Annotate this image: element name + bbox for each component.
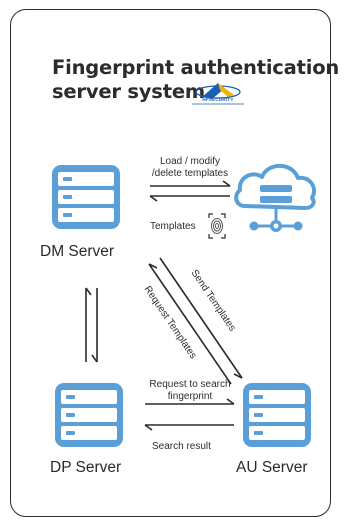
au-server-icon [243, 383, 311, 447]
dm-server-label: DM Server [40, 243, 115, 260]
search-request-line-2: fingerprint [167, 391, 213, 402]
send-templates-arrow [159, 257, 243, 379]
logo-wordmark: HFSECURITY [202, 97, 234, 102]
dm-to-dp-arrow [91, 288, 98, 363]
title-line-1: Fingerprint authentication [52, 56, 340, 79]
search-result-label: Search result [152, 441, 211, 452]
dp-server-label: DP Server [50, 459, 122, 476]
search-result-arrow [144, 424, 234, 431]
title-line-2: server system [52, 80, 205, 103]
hfsecurity-logo [192, 83, 244, 105]
dm-to-cloud-arrow [150, 180, 231, 187]
load-templates-label: Load / modify /delete templates [138, 156, 242, 180]
load-templates-line-2: /delete templates [151, 168, 229, 179]
search-request-label: Request to search fingerprint [138, 379, 242, 403]
diagram-title: Fingerprint authentication server system [52, 56, 340, 104]
send-templates-label: Send Templates [189, 268, 238, 333]
search-request-arrow [145, 398, 235, 405]
dm-server-icon [52, 165, 120, 229]
au-server-label: AU Server [236, 459, 308, 476]
request-templates-arrow [148, 263, 232, 385]
cloud-network-icon [234, 163, 317, 232]
fingerprint-icon [208, 213, 226, 239]
load-templates-line-1: Load / modify [159, 156, 221, 167]
dp-server-icon [55, 383, 123, 447]
cloud-to-dm-arrow [149, 195, 230, 202]
dp-to-dm-arrow [85, 287, 92, 362]
templates-label: Templates [150, 221, 196, 232]
search-request-line-1: Request to search [149, 379, 231, 390]
